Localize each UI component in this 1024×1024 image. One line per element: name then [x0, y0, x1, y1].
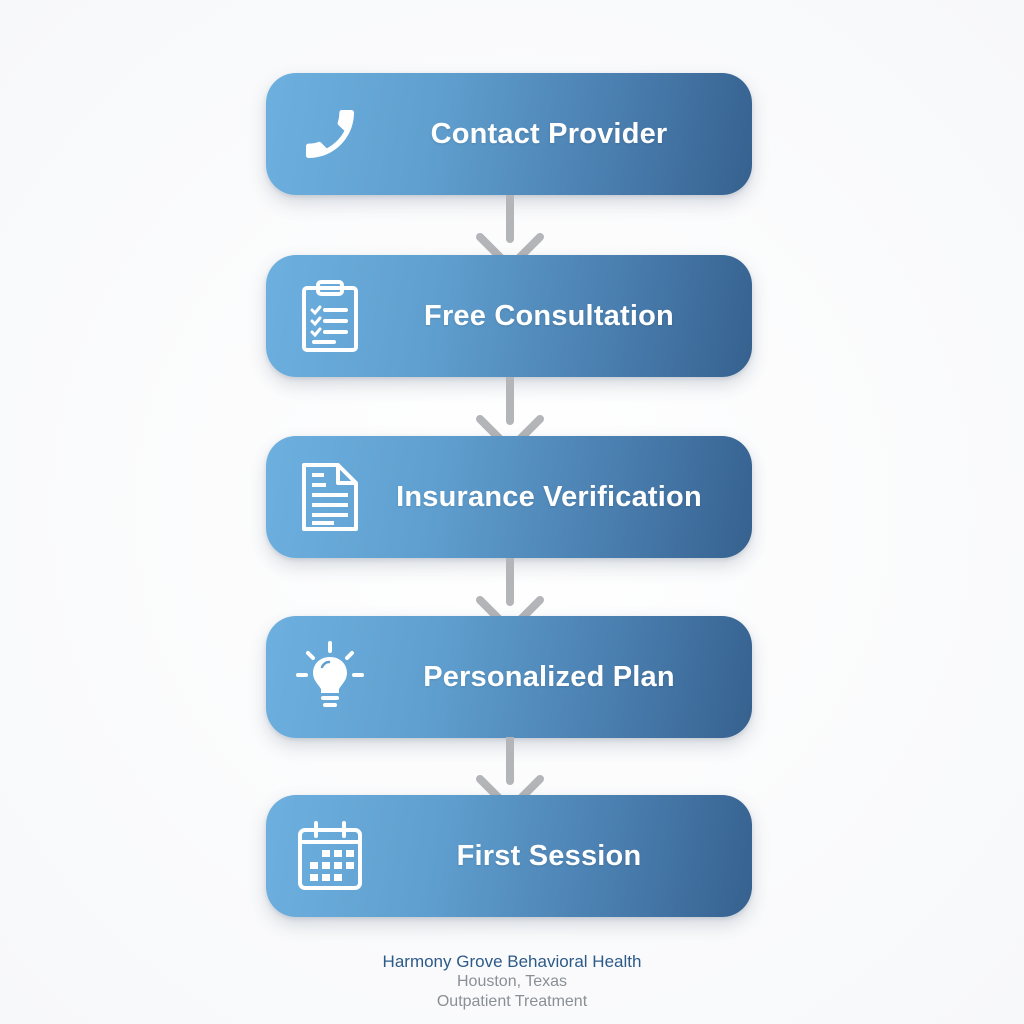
step-insurance-verification: Insurance Verification — [266, 436, 752, 558]
step-label: Insurance Verification — [396, 480, 702, 513]
footer: Harmony Grove Behavioral Health Houston,… — [0, 952, 1024, 1012]
step-label: Free Consultation — [424, 299, 674, 332]
step-free-consultation: Free Consultation — [266, 255, 752, 377]
phone-icon — [294, 98, 366, 170]
document-icon — [294, 461, 366, 533]
service-type: Outpatient Treatment — [436, 993, 588, 1010]
step-contact-provider: Contact Provider — [266, 73, 752, 195]
clipboard-checklist-icon — [294, 280, 366, 352]
lightbulb-icon — [294, 641, 366, 713]
step-personalized-plan: Personalized Plan — [266, 616, 752, 738]
organization-name: Harmony Grove Behavioral Health — [382, 952, 642, 971]
calendar-icon — [294, 820, 366, 892]
step-label: First Session — [456, 839, 642, 872]
location: Houston, Texas — [457, 973, 567, 990]
step-label: Personalized Plan — [423, 660, 675, 693]
step-label: Contact Provider — [430, 117, 668, 150]
step-first-session: First Session — [266, 795, 752, 917]
